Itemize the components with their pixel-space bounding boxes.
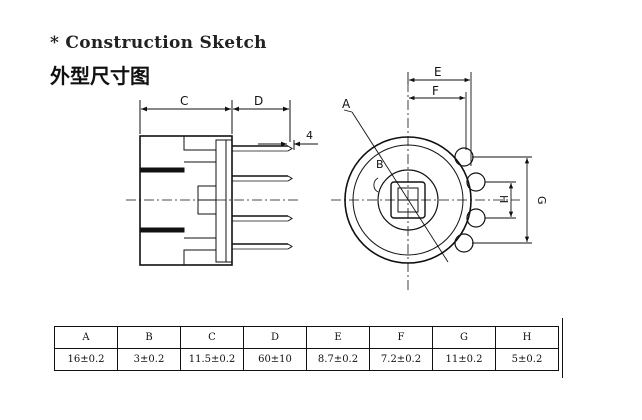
table-cell: 11±0.2 — [432, 348, 496, 371]
table-cell: 5±0.2 — [495, 348, 559, 371]
right-edge-line — [562, 318, 563, 378]
label-D: D — [254, 94, 263, 108]
table-header-cell: E — [306, 326, 370, 349]
table-cell: 7.2±0.2 — [369, 348, 433, 371]
table-header-cell: H — [495, 326, 559, 349]
label-H: H — [497, 195, 510, 203]
side-view — [126, 100, 318, 266]
table-header-cell: B — [117, 326, 181, 349]
table-cell: 8.7±0.2 — [306, 348, 370, 371]
label-F: F — [432, 84, 439, 98]
table-header-cell: F — [369, 326, 433, 349]
label-A: A — [342, 97, 351, 111]
label-B: B — [376, 158, 384, 171]
table-header-cell: D — [243, 326, 307, 349]
title-english: * Construction Sketch — [50, 33, 267, 53]
label-E: E — [434, 65, 442, 79]
label-C: C — [180, 94, 188, 108]
table-row: 16±0.2 3±0.2 11.5±0.2 60±10 8.7±0.2 7.2±… — [54, 348, 559, 371]
title-chinese: 外型尺寸图 — [50, 64, 150, 88]
table-cell: 3±0.2 — [117, 348, 181, 371]
label-4: 4 — [306, 129, 313, 142]
table-cell: 11.5±0.2 — [180, 348, 244, 371]
table-header-cell: C — [180, 326, 244, 349]
table-header-row: A B C D E F G H — [54, 326, 559, 349]
table-header-cell: A — [54, 326, 118, 349]
front-view — [331, 72, 532, 292]
table-cell: 16±0.2 — [54, 348, 118, 371]
table-cell: 60±10 — [243, 348, 307, 371]
label-G: G — [535, 196, 548, 205]
table-header-cell: G — [432, 326, 496, 349]
dimension-table: A B C D E F G H 16±0.2 3±0.2 11.5±0.2 60… — [54, 326, 559, 371]
